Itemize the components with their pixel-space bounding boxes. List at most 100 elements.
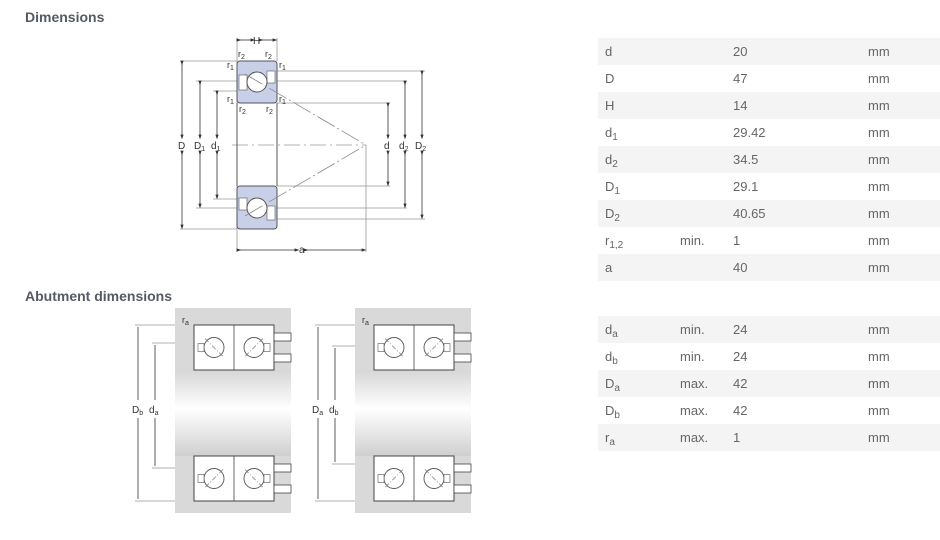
spec-value: 47 [733, 71, 748, 86]
spec-unit: mm [861, 316, 940, 343]
symbol-text: d [605, 322, 613, 337]
svg-text:r2: r2 [238, 49, 245, 61]
symbol-subscript: a [609, 437, 615, 448]
label-da: da [149, 405, 159, 417]
svg-text:r1: r1 [227, 94, 234, 106]
spec-symbol: d2 [598, 146, 673, 173]
label-H: H [253, 36, 260, 47]
spec-qualifier [673, 173, 726, 200]
spec-qualifier [673, 92, 726, 119]
spec-symbol: d1 [598, 119, 673, 146]
symbol-text: H [605, 98, 615, 113]
spec-value: 14 [726, 92, 861, 119]
symbol-text: r [605, 233, 610, 248]
spec-row: D 47 mm [598, 65, 940, 92]
spec-value: 20 [726, 38, 861, 65]
spec-symbol: r1,2 [598, 227, 673, 254]
spec-symbol: D2 [598, 200, 673, 227]
symbol-subscript: b [612, 356, 618, 367]
symbol-subscript: 2 [614, 213, 620, 224]
spec-unit: mm [868, 71, 890, 86]
label-Da: Da [312, 405, 323, 417]
spec-symbol: ra [598, 424, 673, 451]
svg-text:r1: r1 [279, 60, 286, 72]
label-D2: D2 [415, 141, 426, 153]
spec-value: 40 [726, 254, 861, 281]
spec-qualifier [673, 65, 726, 92]
bearing-ball-bottom [246, 197, 268, 219]
spec-qualifier [673, 146, 726, 173]
spec-unit: mm [861, 146, 940, 173]
spec-unit: mm [868, 233, 890, 248]
spec-value: 40.65 [726, 200, 861, 227]
spec-qualifier [673, 119, 726, 146]
spec-value: 24 [733, 349, 748, 364]
dimensions-heading: Dimensions [25, 9, 105, 25]
spec-symbol: db [598, 343, 673, 370]
symbol-text: D [605, 179, 615, 194]
symbol-text: d [605, 125, 613, 140]
spec-qualifier: max. [673, 424, 726, 451]
spec-qualifier [673, 200, 726, 227]
label-D1: D1 [194, 141, 205, 153]
symbol-subscript: 1 [614, 186, 620, 197]
spec-symbol: Da [598, 370, 673, 397]
spec-value: 42 [726, 370, 861, 397]
spec-symbol: da [598, 316, 673, 343]
spec-qualifier: max. [673, 370, 726, 397]
label-Db: Db [132, 405, 143, 417]
svg-text:r1: r1 [279, 94, 286, 106]
shaft [175, 370, 291, 456]
symbol-subscript: 2 [612, 159, 618, 170]
svg-text:r2: r2 [239, 104, 246, 116]
spec-value: 1 [726, 424, 861, 451]
spec-qualifier: min. [680, 233, 705, 248]
spec-qualifier [673, 254, 726, 281]
spec-qualifier: min. [680, 349, 705, 364]
spec-symbol: D1 [598, 173, 673, 200]
spec-value: 34.5 [726, 146, 861, 173]
label-d2: d2 [399, 141, 409, 153]
symbol-text: D [605, 71, 615, 86]
spec-unit: mm [861, 424, 940, 451]
symbol-text: D [605, 376, 615, 391]
label-d1: d1 [211, 141, 221, 153]
symbol-text: d [605, 349, 613, 364]
label-d: d [384, 141, 390, 152]
symbol-subscript: 1 [612, 132, 618, 143]
symbol-text: a [605, 260, 613, 275]
spec-symbol: D [598, 65, 673, 92]
spec-value: 1 [733, 233, 741, 248]
spec-unit: mm [861, 200, 940, 227]
svg-text:r2: r2 [266, 104, 273, 116]
symbol-subscript: a [614, 383, 620, 394]
label-ra: ra [182, 315, 189, 327]
label-D: D [178, 141, 185, 152]
symbol-text: D [605, 403, 615, 418]
spec-symbol: d [598, 38, 673, 65]
spec-value: 29.42 [733, 125, 766, 140]
spec-qualifier: max. [680, 403, 709, 418]
spec-symbol: a [598, 254, 673, 281]
symbol-text: d [605, 152, 613, 167]
spec-qualifier: min. [673, 316, 726, 343]
spec-qualifier [673, 38, 726, 65]
spec-unit: mm [861, 38, 940, 65]
symbol-subscript: 1,2 [609, 240, 624, 251]
spec-value: 24 [726, 316, 861, 343]
spec-value: 42 [733, 403, 748, 418]
svg-text:r2: r2 [265, 49, 272, 61]
spec-unit: mm [868, 403, 890, 418]
